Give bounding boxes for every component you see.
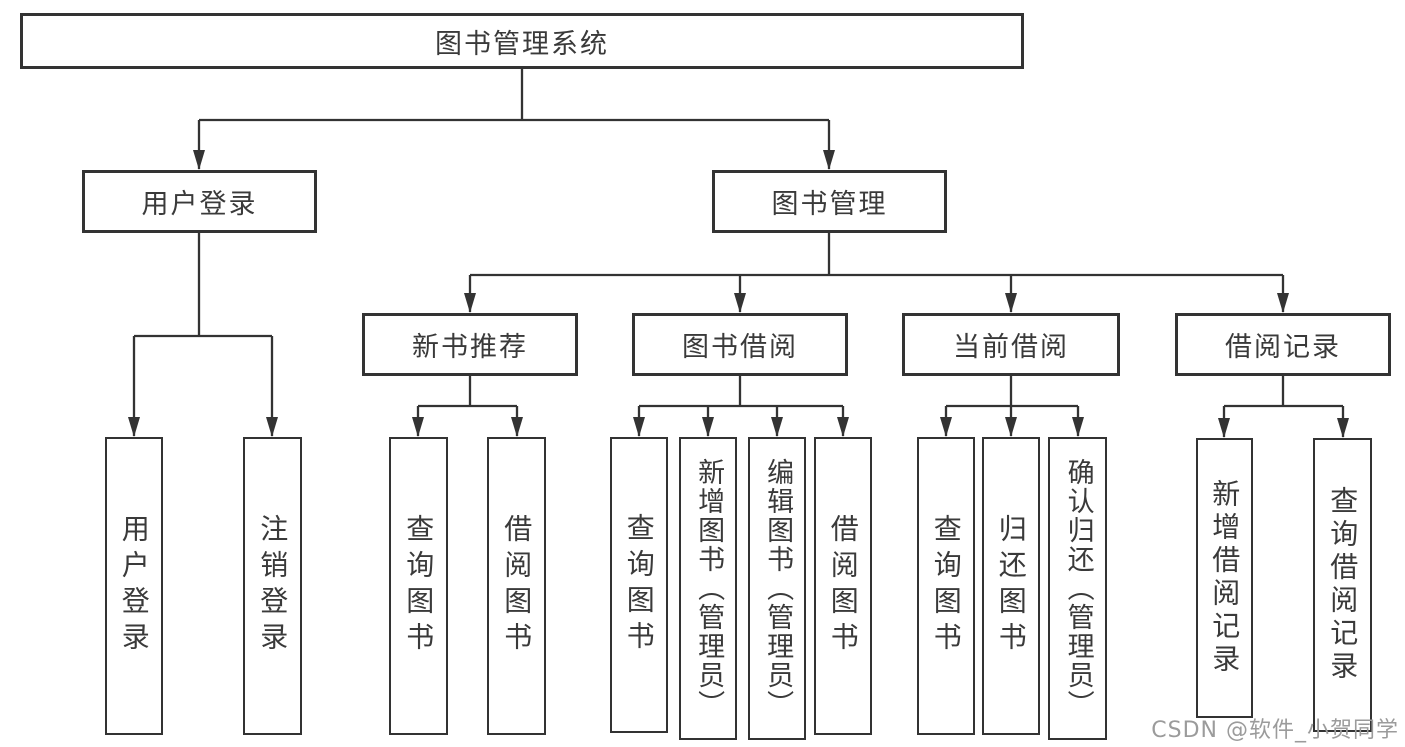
node-label: 确认归还（管理员）	[1062, 458, 1094, 719]
node-label: 图书管理系统	[435, 28, 609, 60]
leaf-return-book: 归还图书	[982, 437, 1040, 735]
leaf-query-books-recommend: 查询图书	[389, 437, 448, 735]
node-user-login: 用户登录	[82, 170, 317, 233]
node-label: 当前借阅	[953, 332, 1069, 363]
node-label: 查询图书	[929, 514, 963, 658]
node-label: 编辑图书（管理员）	[762, 458, 794, 719]
edge-root-to-level2	[193, 69, 835, 170]
node-new-book-recommend: 新书推荐	[362, 313, 578, 376]
node-label: 用户登录	[141, 189, 258, 220]
leaf-query-borrow-record: 查询借阅记录	[1313, 438, 1372, 732]
node-label: 借阅记录	[1225, 332, 1341, 363]
leaf-add-borrow-record: 新增借阅记录	[1196, 438, 1253, 718]
node-label: 借阅图书	[500, 514, 534, 658]
edge-borrow-to-leaves	[633, 376, 849, 437]
csdn-watermark: CSDN @软件_小贺同学	[1151, 718, 1399, 743]
leaf-borrow-books-borrow: 借阅图书	[814, 437, 872, 735]
node-label: 注销登录	[256, 514, 290, 658]
leaf-logout: 注销登录	[243, 437, 302, 735]
leaf-confirm-return-admin: 确认归还（管理员）	[1048, 437, 1107, 740]
node-label: 新书推荐	[412, 332, 528, 363]
leaf-edit-book-admin: 编辑图书（管理员）	[748, 437, 806, 740]
leaf-add-book-admin: 新增图书（管理员）	[679, 437, 737, 740]
node-label: 借阅图书	[826, 514, 860, 658]
node-label: 归还图书	[994, 514, 1028, 658]
node-label: 新增借阅记录	[1208, 479, 1242, 677]
leaf-borrow-books-recommend: 借阅图书	[487, 437, 546, 735]
edge-mgmt-to-level3	[464, 233, 1289, 313]
node-current-borrowing: 当前借阅	[902, 313, 1120, 376]
leaf-query-books-borrow: 查询图书	[610, 437, 668, 733]
edge-records-to-leaves	[1218, 376, 1349, 438]
leaf-user-login: 用户登录	[105, 437, 163, 735]
edge-recommend-to-leaves	[412, 376, 523, 437]
leaf-query-books-current: 查询图书	[917, 437, 975, 735]
node-book-management: 图书管理	[712, 170, 947, 233]
node-book-management-system: 图书管理系统	[20, 13, 1024, 69]
node-book-borrowing: 图书借阅	[632, 313, 848, 376]
edge-current-to-leaves	[940, 376, 1084, 437]
node-label: 查询图书	[622, 513, 656, 657]
node-label: 查询图书	[402, 514, 436, 658]
node-label: 图书借阅	[682, 332, 798, 363]
node-label: 新增图书（管理员）	[693, 458, 725, 719]
node-borrowing-records: 借阅记录	[1175, 313, 1391, 376]
edge-login-to-leaves	[128, 233, 278, 437]
node-label: 查询借阅记录	[1326, 486, 1360, 684]
node-label: 用户登录	[117, 514, 151, 658]
node-label: 图书管理	[771, 189, 888, 220]
